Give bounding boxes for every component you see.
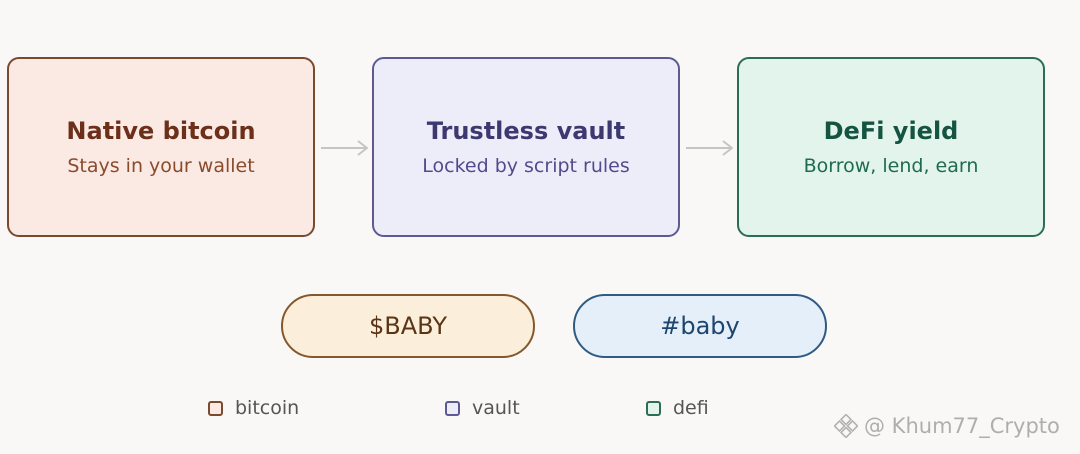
native-bitcoin-card: Native bitcoin Stays in your wallet — [7, 57, 315, 237]
legend-swatch-vault — [445, 400, 460, 416]
watermark-text: @ Khum77_Crypto — [864, 414, 1060, 438]
baby-hashtag-pill: #baby — [573, 294, 827, 358]
binance-logo-icon — [834, 414, 858, 438]
legend-label-defi: defi — [673, 397, 709, 419]
legend-item-vault: vault — [445, 397, 520, 419]
trustless-vault-subtitle: Locked by script rules — [422, 154, 630, 177]
legend-item-defi: defi — [646, 397, 709, 419]
arrow-right-icon — [686, 140, 733, 156]
native-bitcoin-subtitle: Stays in your wallet — [67, 154, 255, 177]
legend-swatch-bitcoin — [208, 400, 223, 416]
baby-token-pill: $BABY — [281, 294, 535, 358]
defi-yield-title: DeFi yield — [823, 116, 959, 145]
defi-yield-card: DeFi yield Borrow, lend, earn — [737, 57, 1045, 237]
legend-label-vault: vault — [472, 397, 520, 419]
trustless-vault-card: Trustless vault Locked by script rules — [372, 57, 680, 237]
legend-label-bitcoin: bitcoin — [235, 397, 300, 419]
defi-yield-subtitle: Borrow, lend, earn — [803, 154, 979, 177]
watermark: @ Khum77_Crypto — [834, 414, 1060, 438]
native-bitcoin-title: Native bitcoin — [66, 116, 256, 145]
legend-item-bitcoin: bitcoin — [208, 397, 299, 419]
arrow-right-icon — [321, 140, 368, 156]
trustless-vault-title: Trustless vault — [426, 116, 626, 145]
legend-swatch-defi — [646, 400, 661, 416]
